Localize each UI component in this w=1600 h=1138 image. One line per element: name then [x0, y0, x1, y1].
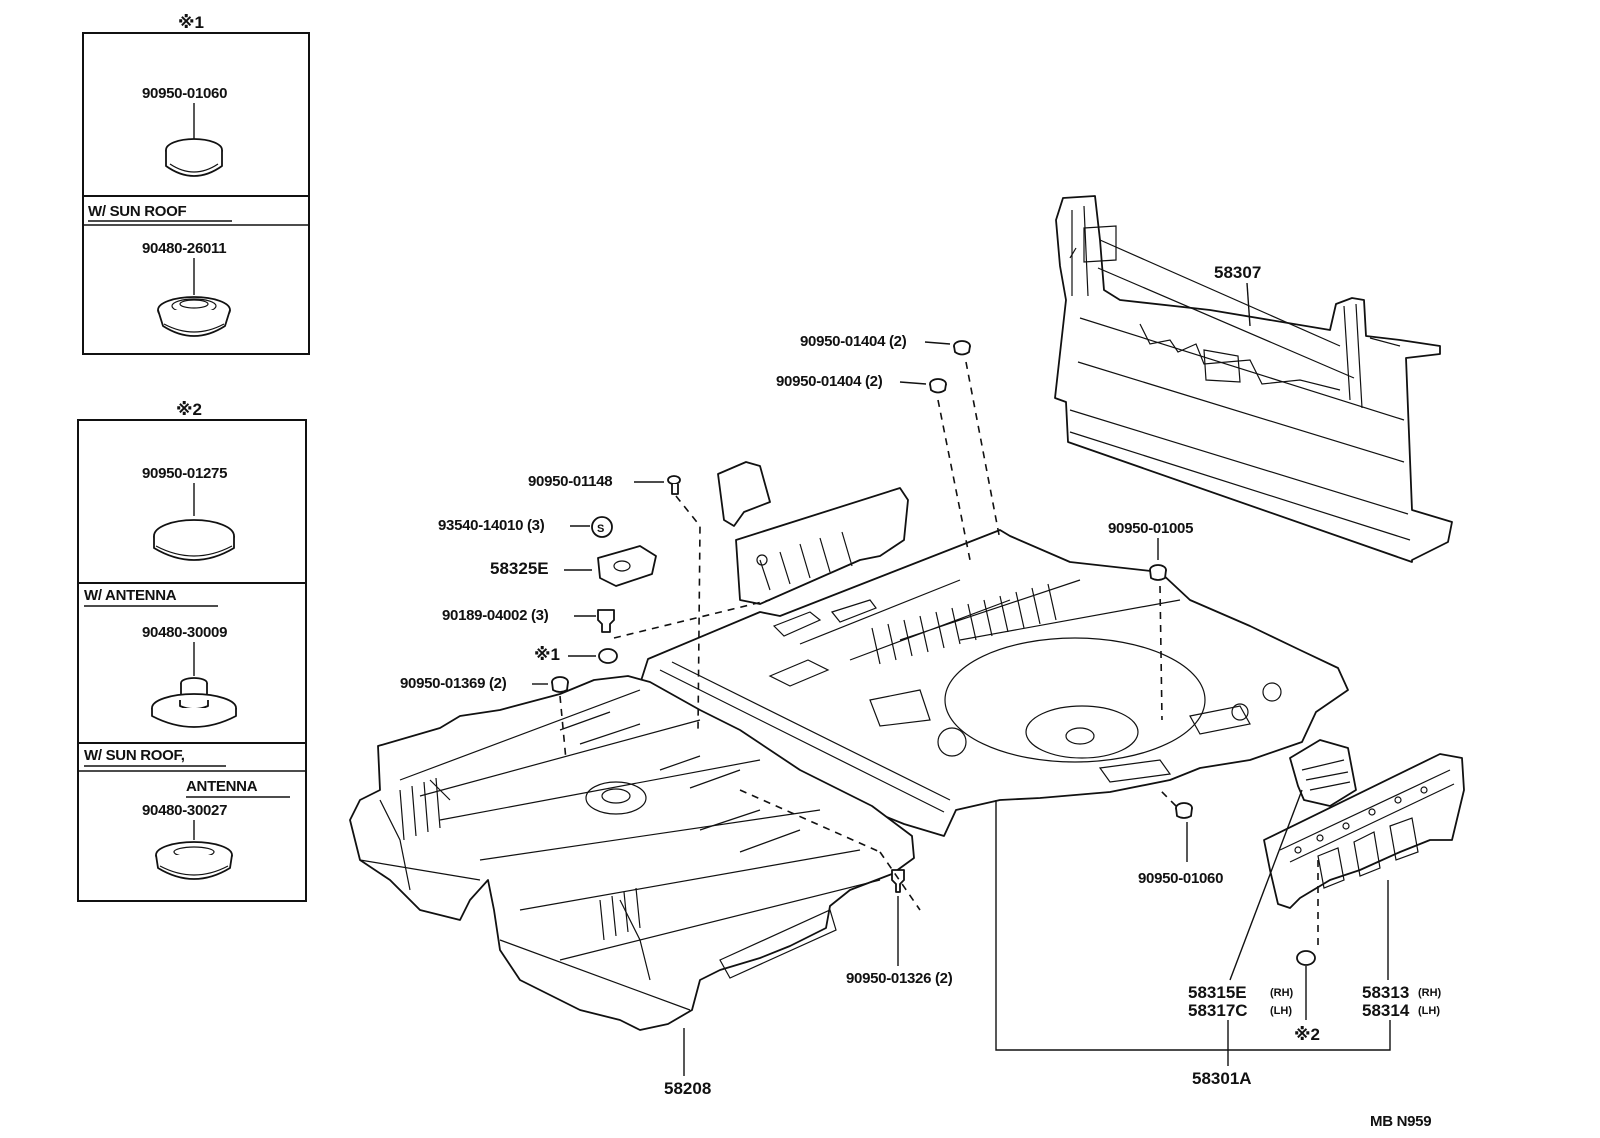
bolt-icon — [891, 869, 905, 893]
inset-2: ※2 90950-01275 W/ ANTENNA 90480-30009 W/… — [77, 400, 307, 902]
svg-text:58325E: 58325E — [490, 559, 549, 578]
inset-2-option2-line2: ANTENNA — [186, 778, 258, 795]
callout-90189-04002: 90189-04002 (3) — [442, 599, 771, 639]
plug-icon — [598, 648, 618, 664]
callout-90950-01148: 90950-01148 — [528, 473, 701, 731]
callout-58325E: 58325E — [490, 545, 657, 587]
svg-text:(LH): (LH) — [1270, 1005, 1292, 1017]
side-member-labels: 58315E (RH) 58317C (LH) 58313 (RH) 58314… — [995, 789, 1442, 1088]
grommet-icon — [157, 296, 231, 337]
svg-text:90950-01060: 90950-01060 — [1138, 870, 1223, 887]
inset-2-marker: ※2 — [176, 400, 202, 419]
right-side-members — [1263, 739, 1465, 909]
inset-1: ※1 90950-01060 W/ SUN ROOF 90480-26011 — [82, 13, 310, 355]
inset-2-mid-part-label: 90480-30009 — [142, 624, 227, 641]
svg-text:※1: ※1 — [534, 645, 560, 664]
bracket-icon — [597, 545, 657, 587]
inset-1-top-part-label: 90950-01060 — [142, 85, 227, 102]
inset-2-option1-label: W/ ANTENNA — [84, 587, 177, 604]
label-58317C: 58317C — [1188, 1001, 1248, 1020]
inset-1-bottom-part-label: 90480-26011 — [142, 240, 226, 257]
bolt-icon — [597, 609, 615, 633]
svg-text:90950-01148: 90950-01148 — [528, 473, 612, 490]
label-58307: 58307 — [1214, 263, 1261, 282]
inset-1-frame — [82, 32, 310, 355]
inset-1-option-label: W/ SUN ROOF — [88, 203, 186, 220]
svg-text:93540-14010 (3): 93540-14010 (3) — [438, 517, 545, 534]
inset-1-marker: ※1 — [178, 13, 204, 32]
svg-text:90950-01369 (2): 90950-01369 (2) — [400, 675, 507, 692]
callout-90950-01404-a: 90950-01404 (2) — [800, 333, 1001, 541]
flat-grommet-icon — [155, 841, 233, 880]
svg-text:(RH): (RH) — [1418, 987, 1442, 999]
callout-90950-01404-b: 90950-01404 (2) — [776, 373, 971, 561]
svg-text:90950-01404 (2): 90950-01404 (2) — [800, 333, 907, 350]
label-58301A: 58301A — [1192, 1069, 1252, 1088]
svg-text:(RH): (RH) — [1270, 987, 1294, 999]
label-58313: 58313 — [1362, 983, 1409, 1002]
inset-2-option2-line1: W/ SUN ROOF, — [84, 747, 185, 764]
svg-text:90950-01326 (2): 90950-01326 (2) — [846, 970, 953, 987]
plug-hole-cap-icon — [165, 138, 223, 177]
front-floor-58208: 58208 — [349, 675, 915, 1098]
svg-text:90189-04002 (3): 90189-04002 (3) — [442, 607, 549, 624]
callout-90950-01326: 90950-01326 (2) — [739, 789, 953, 987]
round-plug-icon — [153, 519, 235, 561]
svg-text:S: S — [597, 523, 604, 535]
rear-panel-58307: 58307 — [1054, 195, 1453, 563]
inset-2-frame — [77, 419, 307, 902]
svg-text:90950-01404 (2): 90950-01404 (2) — [776, 373, 883, 390]
s-symbol-icon — [591, 516, 613, 538]
svg-text:90950-01005: 90950-01005 — [1108, 520, 1193, 537]
callout-90950-01369: 90950-01369 (2) — [400, 675, 569, 761]
callout-90950-01005: 90950-01005 — [1108, 520, 1193, 721]
inset-2-bottom-part-label: 90480-30027 — [142, 802, 227, 819]
label-58208: 58208 — [664, 1079, 711, 1098]
clip-icon — [667, 475, 681, 485]
upper-bracket — [717, 461, 909, 605]
label-mark-2: ※2 — [1294, 1025, 1320, 1044]
diagram-code: MB N959 — [1370, 1113, 1431, 1130]
callout-93540-14010: 93540-14010 (3) S — [438, 516, 613, 538]
spare-tire-well — [944, 637, 1206, 763]
callout-mark-1: ※1 — [534, 645, 618, 664]
inset-2-top-part-label: 90950-01275 — [142, 465, 227, 482]
plug-icon — [1296, 950, 1316, 966]
label-58315E: 58315E — [1188, 983, 1247, 1002]
label-58314: 58314 — [1362, 1001, 1410, 1020]
callout-90950-01060: 90950-01060 — [1138, 789, 1223, 887]
antenna-grommet-icon — [151, 677, 237, 728]
svg-text:(LH): (LH) — [1418, 1005, 1440, 1017]
